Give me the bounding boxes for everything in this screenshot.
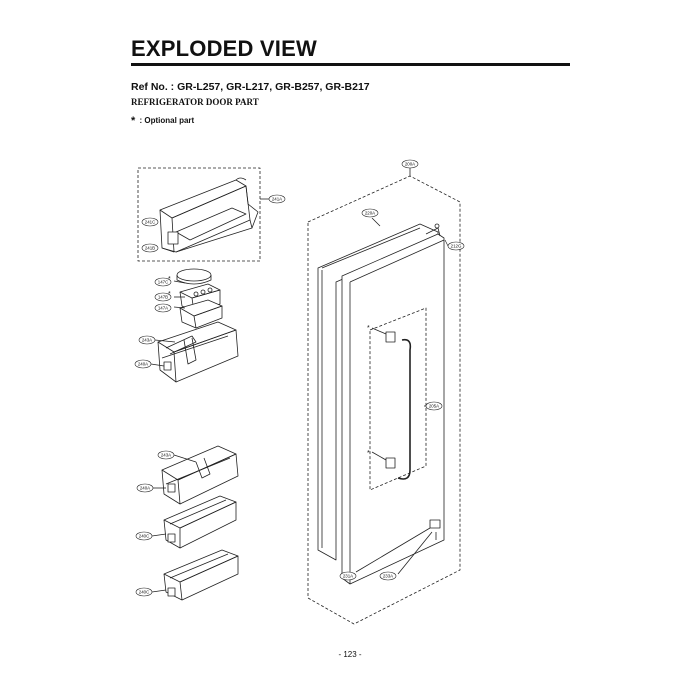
section-subtitle: REFRIGERATOR DOOR PART: [131, 97, 259, 107]
callout-240c-lower: 240C: [139, 590, 150, 595]
egg-tray-147: [176, 268, 223, 329]
optional-star-handle-bottom: *: [367, 450, 370, 457]
optional-part-note: * : Optional part: [131, 115, 194, 127]
callout-243a-bottom: 243A: [161, 453, 171, 458]
callout-241c: 241C: [145, 220, 156, 225]
callout-240c-upper: 240C: [139, 534, 150, 539]
title-underline: [131, 63, 570, 66]
callout-231a: 231A: [343, 574, 353, 579]
optional-label: : Optional part: [139, 116, 195, 125]
bottle-basket-top: [157, 321, 239, 383]
callout-147a: 147A: [158, 306, 168, 311]
door-handle: [397, 338, 412, 480]
basket-group-box: [137, 167, 261, 262]
optional-star-handle-top: *: [367, 325, 370, 332]
door-shelf-240c-upper: [163, 495, 237, 549]
callout-205a: 205A: [429, 404, 439, 409]
callout-200a: 200A: [405, 162, 415, 167]
callout-220a: 220A: [365, 211, 375, 216]
callout-240a-top: 240A: [138, 362, 148, 367]
callout-147c: 147C: [158, 280, 169, 285]
lower-hinge: [429, 519, 441, 529]
callout-243a-top: 243A: [142, 338, 152, 343]
callout-212g: 212G: [451, 244, 462, 249]
optional-star: *: [131, 115, 136, 127]
page-number: - 123 -: [338, 650, 362, 659]
page-title: EXPLODED VIEW: [131, 36, 317, 61]
callout-147b: 147B: [158, 295, 168, 300]
callout-233a: 233A: [383, 574, 393, 579]
callout-240a-bottom: 240A: [140, 486, 150, 491]
optional-star-147c: *: [168, 276, 171, 283]
optional-star-147b: *: [168, 291, 171, 298]
callout-241a: 241A: [272, 197, 282, 202]
bottle-basket-bottom: [161, 445, 239, 505]
door-shelf-240c-lower: [163, 549, 239, 601]
door-basket-241: [159, 177, 259, 253]
callout-241b: 241B: [145, 246, 155, 251]
reference-models: Ref No. : GR-L257, GR-L217, GR-B257, GR-…: [131, 81, 370, 93]
handle-group-box: [369, 307, 427, 491]
